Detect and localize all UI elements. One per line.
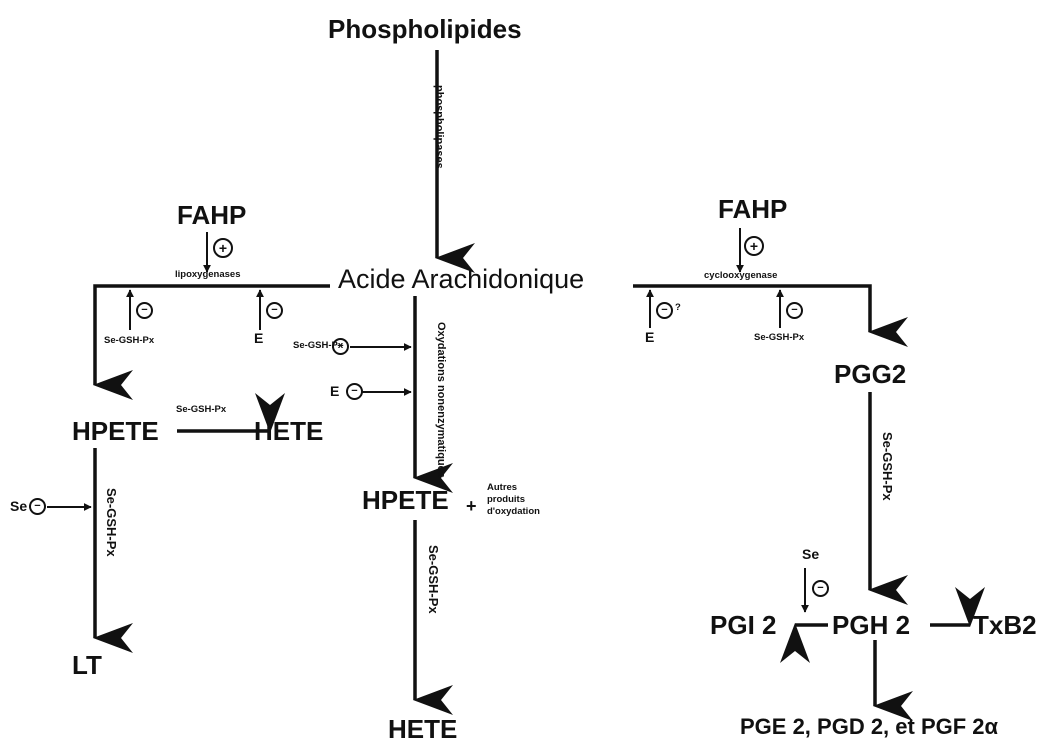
circle-minus-se-pgh2: −: [812, 580, 829, 597]
label-se-gsh-px-left: Se-GSH-Px: [104, 335, 155, 346]
autres-line-2: produits: [487, 494, 525, 505]
label-se-gsh-px-lt: Se-GSH-Px: [104, 488, 119, 557]
circle-minus-se-right: −: [786, 302, 803, 319]
circle-plus-fahp-left: +: [213, 238, 233, 258]
label-se-gsh-px-pgg2: Se-GSH-Px: [880, 432, 895, 501]
label-lipoxygenases: lipoxygenases: [175, 269, 241, 280]
label-se-gsh-px-right: Se-GSH-Px: [754, 332, 805, 343]
node-txb2: TxB2: [973, 610, 1037, 640]
branch-lipoxygenase: [93, 284, 330, 400]
node-hpete-left: HPETE: [72, 416, 159, 446]
label-se-pgh2: Se: [802, 546, 820, 562]
node-hete-bottom: HETE: [388, 714, 458, 744]
circle-minus-e-center: −: [346, 383, 363, 400]
circle-minus-e-left: −: [266, 302, 283, 319]
node-pgi2: PGI 2: [710, 610, 777, 640]
node-acide-arachidonique: Acide Arachidonique: [338, 264, 585, 294]
node-autres-produits: Autres produits d'oxydation: [487, 482, 540, 518]
label-e-left: E: [254, 330, 264, 346]
node-pgg2: PGG2: [834, 359, 907, 389]
circle-minus-se-center: −: [332, 338, 349, 355]
autres-line-1: Autres: [487, 482, 518, 493]
label-cyclooxygenase: cyclooxygenase: [704, 270, 778, 281]
node-hete-left: HETE: [254, 416, 324, 446]
node-final-products: PGE 2, PGD 2, et PGF 2α: [740, 714, 999, 739]
label-se-lt: Se: [10, 498, 28, 514]
node-fahp-left: FAHP: [177, 200, 247, 230]
node-phospholipides: Phospholipides: [328, 14, 522, 44]
node-hpete-center-plus: +: [466, 496, 477, 516]
node-lt: LT: [72, 650, 102, 680]
branch-cyclooxygenase: [633, 284, 908, 347]
label-phospholipases: phospholipases: [433, 85, 445, 169]
node-fahp-right: FAHP: [718, 194, 788, 224]
circle-minus-e-right: −: [656, 302, 673, 319]
label-e-center: E: [330, 383, 340, 399]
circle-plus-fahp-right: +: [744, 236, 764, 256]
circle-minus-se-left: −: [136, 302, 153, 319]
autres-line-3: d'oxydation: [487, 506, 540, 517]
label-oxydations: Oxydations nonenzymatiques: [435, 322, 447, 478]
label-se-gsh-px-center: Se-GSH-Px: [293, 340, 344, 351]
label-se-gsh-px-hpete-hete: Se-GSH-Px: [176, 404, 227, 415]
label-se-gsh-px-hete-bottom: Se-GSH-Px: [426, 545, 441, 614]
node-pgh2: PGH 2: [832, 610, 911, 640]
circle-minus-se-lt: −: [29, 498, 46, 515]
label-question-e-right: ?: [675, 302, 681, 313]
label-e-right: E: [645, 329, 655, 345]
node-hpete-center: HPETE: [362, 485, 449, 515]
